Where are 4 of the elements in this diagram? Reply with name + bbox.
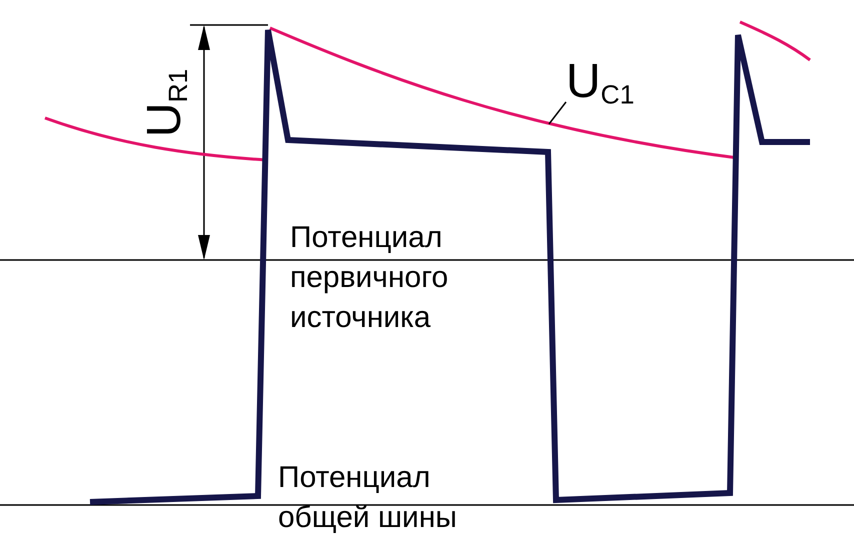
voltage-symbol: U$_{C1}$ bbox=[566, 58, 634, 108]
potential-label: Потенциал первичного источника bbox=[290, 220, 450, 336]
leader-line bbox=[548, 102, 567, 124]
potential-label: Потенциал общей шины bbox=[278, 460, 458, 536]
